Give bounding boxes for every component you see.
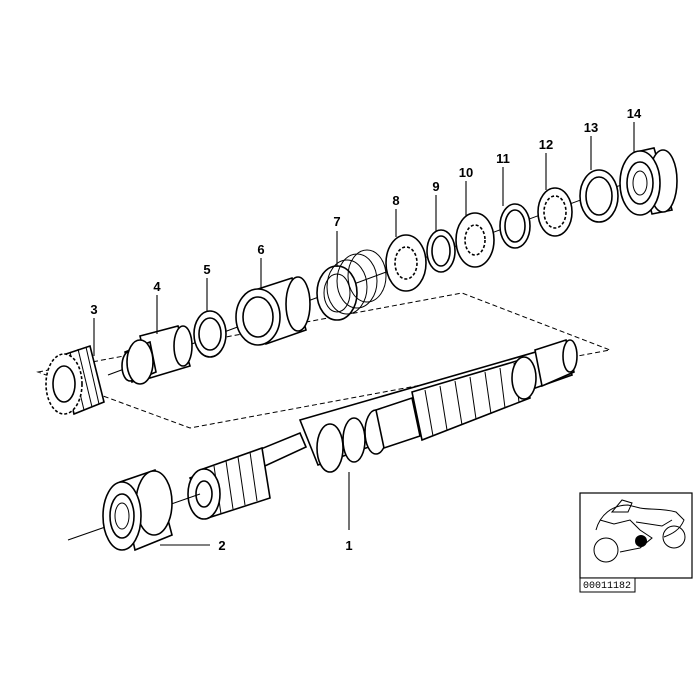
callout-8: 8 [392,193,399,208]
part-12-needle-bearing[interactable] [537,187,573,237]
callout-13: 13 [584,120,598,135]
part-3-gear[interactable] [45,344,105,416]
callout-5: 5 [203,262,210,277]
motorcycle-outline-icon [593,499,686,563]
callout-12: 12 [539,137,553,152]
part-13-ring[interactable] [579,169,619,223]
callout-4: 4 [153,279,161,294]
part-1-mainshaft[interactable] [187,338,578,520]
shaft-splines-left [213,451,258,515]
location-marker [635,535,647,547]
part-5-ring[interactable] [193,310,227,358]
part-7-spring[interactable] [316,249,387,321]
callout-14: 14 [627,106,642,121]
callout-11: 11 [496,151,510,166]
part-4-sleeve[interactable] [121,325,193,385]
part-9-circlip[interactable] [426,229,456,273]
part-2-ball-bearing[interactable] [102,468,173,552]
callout-2: 2 [218,538,225,553]
vehicle-location-thumbnail[interactable]: 00011182 [579,492,693,593]
part-10-splined-washer[interactable] [455,212,495,268]
callout-1: 1 [345,538,352,553]
part-6-bush[interactable] [235,276,311,346]
leader-lines [93,122,635,546]
part-11-snap-ring[interactable] [499,203,531,249]
callout-6: 6 [257,242,264,257]
callout-9: 9 [432,179,439,194]
callout-10: 10 [459,165,473,180]
diagram-reference-number: 00011182 [583,581,631,592]
part-8-splined-washer[interactable] [385,234,427,292]
callout-7: 7 [333,214,340,229]
callout-3: 3 [90,302,97,317]
part-14-ball-bearing[interactable] [619,147,678,216]
